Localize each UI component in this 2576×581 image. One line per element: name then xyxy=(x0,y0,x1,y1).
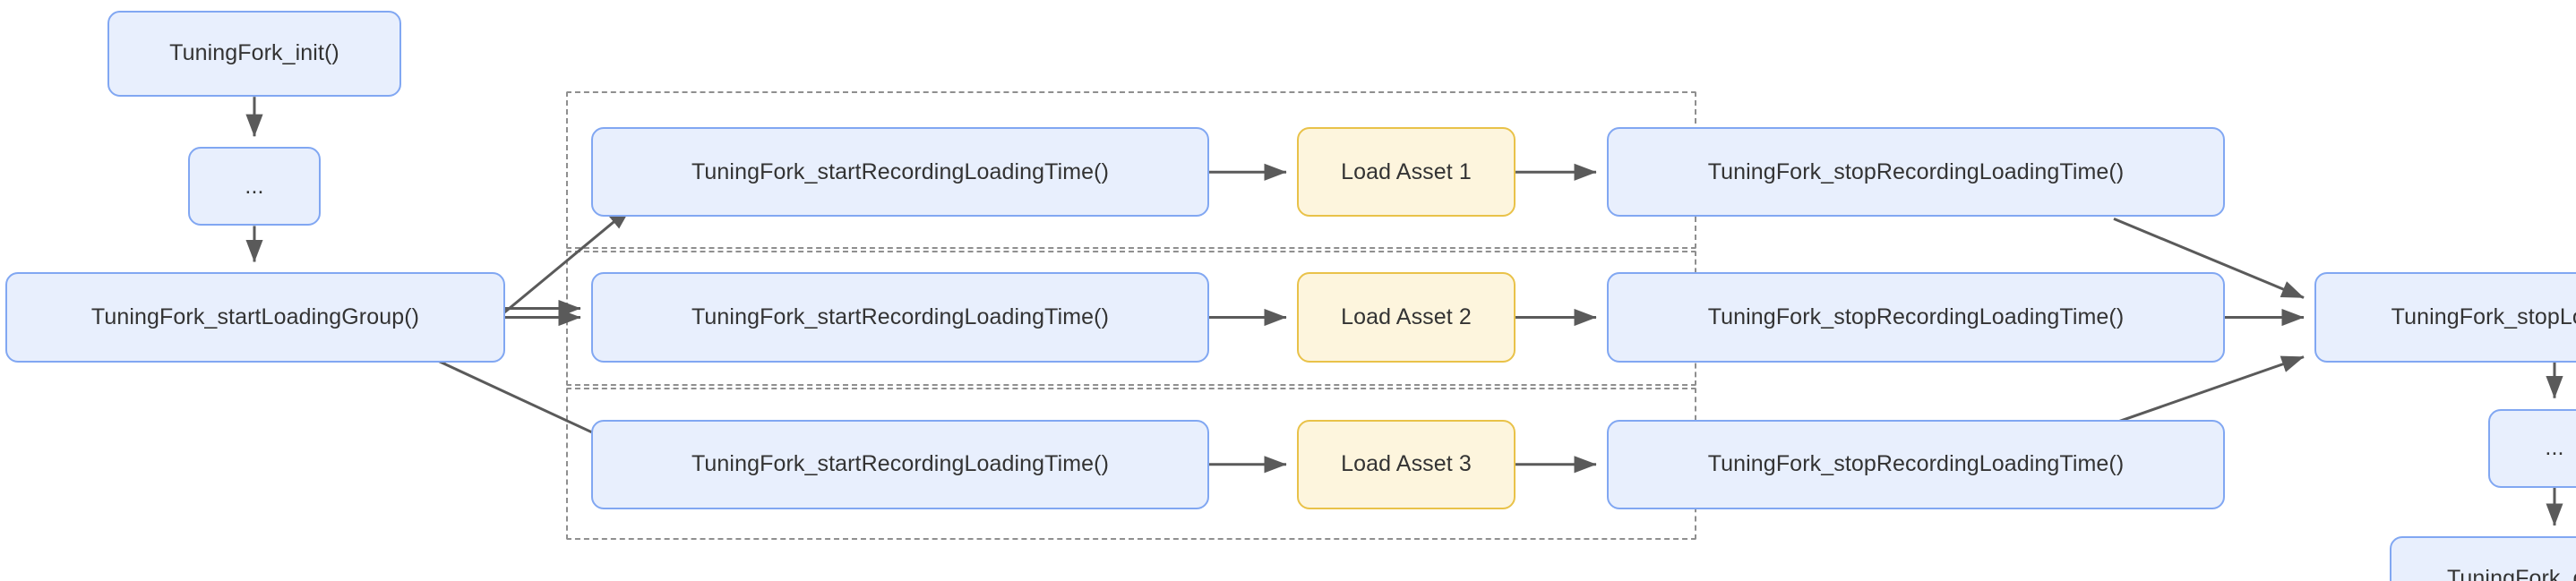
node-label-startRec2: TuningFork_startRecordingLoadingTime() xyxy=(691,303,1110,329)
node-label-dots_bottom: ... xyxy=(2545,435,2564,461)
node-label-startGroup: TuningFork_startLoadingGroup() xyxy=(90,303,420,329)
node-label-asset2: Load Asset 2 xyxy=(1341,303,1472,329)
node-dots_top[interactable]: ... xyxy=(188,147,321,226)
node-asset3[interactable]: Load Asset 3 xyxy=(1297,419,1516,509)
node-label-asset1: Load Asset 1 xyxy=(1341,158,1472,184)
node-startRec3[interactable]: TuningFork_startRecordingLoadingTime() xyxy=(591,419,1209,509)
node-stopRec2[interactable]: TuningFork_stopRecordingLoadingTime() xyxy=(1607,272,2225,363)
node-label-stopRec2: TuningFork_stopRecordingLoadingTime() xyxy=(1707,303,2125,329)
node-stopRec1[interactable]: TuningFork_stopRecordingLoadingTime() xyxy=(1607,127,2225,218)
node-asset2[interactable]: Load Asset 2 xyxy=(1297,272,1516,363)
node-stopGroup[interactable]: TuningFork_stopLoadingGroup() xyxy=(2314,272,2576,363)
node-label-stopGroup: TuningFork_stopLoadingGroup() xyxy=(2391,303,2576,329)
node-label-startRec3: TuningFork_startRecordingLoadingTime() xyxy=(691,451,1110,477)
node-label-init: TuningFork_init() xyxy=(169,40,339,66)
node-label-stopRec1: TuningFork_stopRecordingLoadingTime() xyxy=(1707,158,2125,184)
node-dots_bottom[interactable]: ... xyxy=(2488,408,2576,488)
node-label-startRec1: TuningFork_startRecordingLoadingTime() xyxy=(691,158,1110,184)
node-init[interactable]: TuningFork_init() xyxy=(107,11,401,98)
node-destroy[interactable]: TuningFork_destroy() xyxy=(2390,535,2576,581)
node-startGroup[interactable]: TuningFork_startLoadingGroup() xyxy=(5,272,505,363)
edge-stoprec3-to-stopgroup xyxy=(2113,355,2305,425)
node-asset1[interactable]: Load Asset 1 xyxy=(1297,127,1516,218)
node-label-destroy: TuningFork_destroy() xyxy=(2446,566,2576,581)
node-label-asset3: Load Asset 3 xyxy=(1341,451,1472,477)
node-label-dots_top: ... xyxy=(245,173,264,199)
node-startRec2[interactable]: TuningFork_startRecordingLoadingTime() xyxy=(591,272,1209,363)
node-startRec1[interactable]: TuningFork_startRecordingLoadingTime() xyxy=(591,127,1209,218)
node-label-stopRec3: TuningFork_stopRecordingLoadingTime() xyxy=(1707,451,2125,477)
node-stopRec3[interactable]: TuningFork_stopRecordingLoadingTime() xyxy=(1607,419,2225,509)
